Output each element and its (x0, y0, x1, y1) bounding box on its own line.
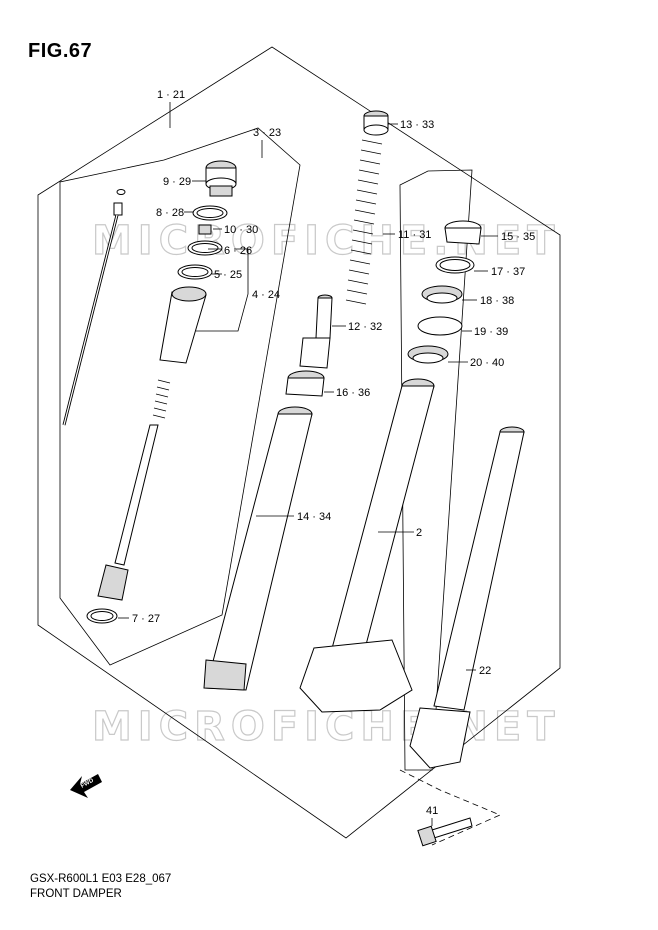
cartridge-boundary (59, 127, 301, 666)
callout-2: 2 (416, 527, 422, 539)
fwd-arrow-icon: FWD (70, 774, 102, 798)
callout-1-21: 1 · 21 (157, 89, 185, 101)
callout-15-35: 15 · 35 (501, 231, 535, 243)
callout-6-26: 6 · 26 (224, 245, 252, 257)
callout-3-23: 3 · 23 (253, 127, 281, 139)
top-nut-part (363, 110, 389, 136)
damper-rod-part (62, 189, 126, 426)
callout-12-32: 12 · 32 (348, 321, 382, 333)
callout-17-37: 17 · 37 (491, 266, 525, 278)
callout-7-27: 7 · 27 (132, 613, 160, 625)
callout-5-25: 5 · 25 (214, 269, 242, 281)
assembly-boundary (37, 46, 561, 839)
stopper-ring-part (417, 316, 463, 336)
axle-bolt-part (417, 817, 473, 847)
callout-10-30: 10 · 30 (224, 224, 258, 236)
callout-41: 41 (426, 805, 438, 817)
collar-part (285, 370, 325, 397)
spacer-tube-part (159, 286, 207, 364)
cartridge-rod-part (97, 424, 159, 601)
callout-16-36: 16 · 36 (336, 387, 370, 399)
callout-22: 22 (479, 665, 491, 677)
callout-20-40: 20 · 40 (470, 357, 504, 369)
callout-14-34: 14 · 34 (297, 511, 331, 523)
callout-18-38: 18 · 38 (480, 295, 514, 307)
callout-19-39: 19 · 39 (474, 326, 508, 338)
tube-assembly-part (409, 426, 525, 769)
figure-title: FIG.67 (28, 40, 93, 62)
nut-part (198, 224, 212, 235)
outer-tube-part (299, 378, 435, 713)
model-code: GSX-R600L1 E03 E28_067 (30, 873, 172, 885)
callout-13-33: 13 · 33 (400, 119, 434, 131)
leader-lines (118, 102, 502, 846)
diagram-caption: FRONT DAMPER (30, 888, 122, 900)
inner-tube-part (203, 406, 313, 691)
callout-8-28: 8 · 28 (156, 207, 184, 219)
cap-bolt-part (205, 160, 237, 197)
watermark-top: MICROFICHE.NET (92, 218, 561, 264)
main-spring-part (345, 139, 383, 305)
rebound-spring-part (152, 379, 171, 419)
callout-11-31: 11 · 31 (398, 229, 431, 241)
spring-guide-part (299, 294, 333, 369)
diagram-footer: GSX-R600L1 E03 E28_067 FRONT DAMPER (30, 872, 171, 902)
callout-4-24: 4 · 24 (252, 289, 280, 301)
callout-9-29: 9 · 29 (163, 176, 191, 188)
